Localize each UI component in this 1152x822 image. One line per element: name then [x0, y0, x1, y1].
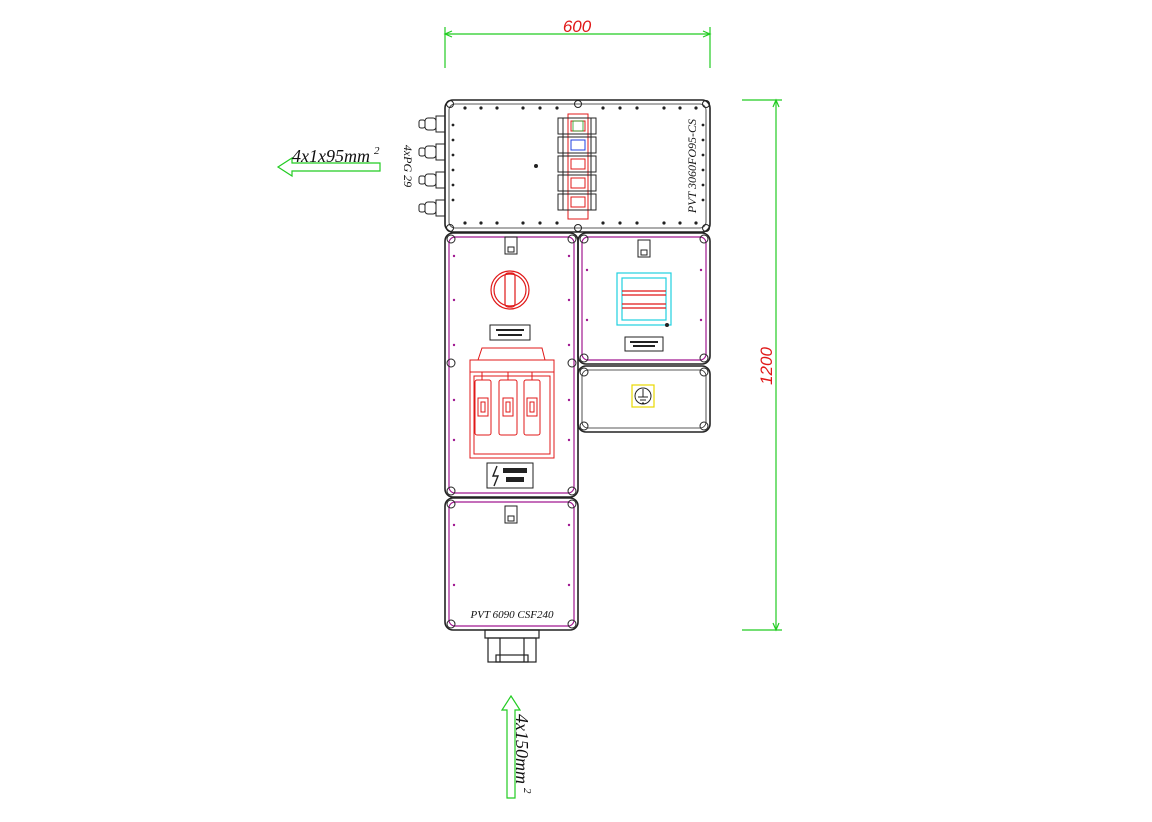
cable-gland-icon [418, 115, 446, 217]
terminal-block-icon [557, 113, 597, 220]
width-dimension-label: 600 [563, 17, 592, 36]
bottom-enclosure-model-label: PVT 6090 CSF240 [470, 609, 554, 621]
door-latch-icon [504, 236, 518, 255]
outgoing-cable-size: 4x1x95mm [292, 146, 370, 166]
outgoing-cable-label: 4x1x95mm 2 [292, 145, 380, 166]
lightning-warning-icon [486, 462, 534, 489]
circuit-breaker-icon [616, 272, 672, 327]
top-enclosure: PVT 3060FO95-CS [444, 99, 711, 233]
door-latch-icon [637, 239, 651, 258]
switch-disconnector-icon [469, 347, 555, 459]
bottom-cable-gland-icon [484, 629, 540, 663]
width-dimension [443, 27, 712, 68]
breaker-enclosure [577, 232, 711, 365]
outgoing-cable-arrow [276, 156, 381, 178]
earth-ground-icon [631, 384, 655, 408]
door-latch-icon [504, 505, 518, 524]
incoming-cable-label: 4x150mm 2 [512, 714, 533, 794]
top-enclosure-model-label: PVT 3060FO95-CS [685, 119, 699, 214]
outgoing-cable-exponent: 2 [374, 145, 380, 157]
height-dimension-label: 1200 [757, 347, 776, 385]
switch-label-plate [489, 324, 531, 341]
incoming-cable-size: 4x150mm [512, 714, 532, 784]
breaker-label-plate [624, 336, 664, 352]
gland-spec-label: 4xPG 29 [401, 145, 415, 187]
earth-enclosure [577, 365, 711, 433]
rotary-handle-icon [490, 270, 530, 310]
incoming-cable-arrow [500, 694, 522, 799]
main-switch-enclosure [444, 232, 579, 498]
height-dimension [742, 98, 782, 632]
incoming-cable-exponent: 2 [521, 788, 533, 794]
bottom-enclosure: PVT 6090 CSF240 [444, 497, 579, 631]
